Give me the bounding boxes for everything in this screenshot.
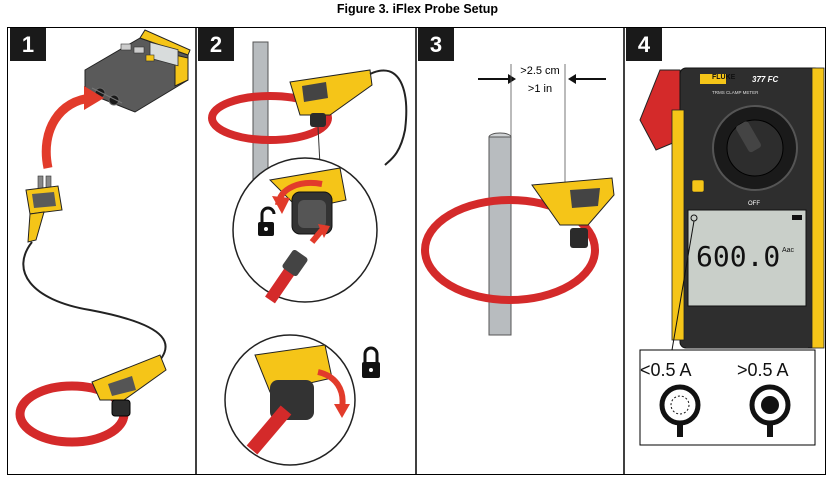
insert-arrow-icon (41, 93, 93, 169)
panel-2-illustration (208, 41, 408, 466)
lock-icon (362, 346, 380, 378)
display-reading: 600.0 (696, 240, 780, 273)
meter-model: 377 FC (752, 75, 778, 84)
probe-connector-icon (25, 175, 63, 243)
spacing-label-cm: >2.5 cm (520, 65, 559, 77)
panel-number-1: 1 (10, 28, 46, 61)
conductor-icon-3 (488, 136, 512, 336)
unlock-icon (258, 206, 276, 236)
flex-loop-3 (421, 196, 599, 304)
probe-head-icon (91, 354, 167, 417)
panel-number-4: 4 (626, 28, 662, 61)
meter-bottom-icon (84, 29, 191, 113)
probe-head-2 (289, 69, 373, 116)
display-unit: Aac (782, 247, 795, 254)
meter-subtitle: TRMS CLAMP METER (712, 90, 759, 95)
panel-number-2: 2 (198, 28, 234, 61)
conductor-icon (252, 41, 269, 183)
lcd-display (687, 209, 807, 307)
clamp-jaw-icon (639, 69, 681, 151)
spacing-label-in: >1 in (528, 83, 552, 95)
panel-3-illustration (421, 64, 615, 336)
panel-4-illustration (639, 67, 825, 446)
dial-off-label: OFF (748, 201, 760, 207)
flex-loop-2 (208, 92, 332, 144)
hold-button-icon (691, 179, 705, 193)
figure-title: Figure 3. iFlex Probe Setup (336, 2, 499, 16)
threshold-low-label: <0.5 A (640, 360, 692, 380)
loop-closed-icon (749, 384, 791, 437)
panel-1-illustration (15, 29, 191, 447)
probe-cable (22, 241, 167, 371)
panel-number-3: 3 (418, 28, 454, 61)
meter-brand: FLUKE (712, 74, 736, 81)
loop-open-icon (659, 384, 701, 437)
threshold-high-label: >0.5 A (737, 360, 789, 380)
